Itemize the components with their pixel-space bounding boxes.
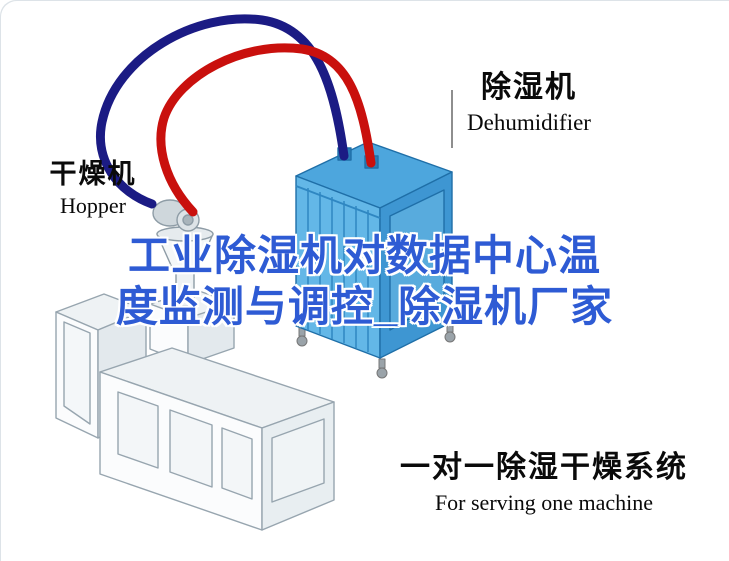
front-louvers [307,188,369,352]
hopper-label-cn: 干燥机 [49,159,137,189]
front-top-trim [295,185,381,219]
hopper-label: 干燥机 Hopper [28,158,158,219]
dehumidifier-label-en: Dehumidifier [467,110,591,135]
dehumidifier-label: 除湿机 Dehumidifier [444,70,614,137]
side-door-panel [389,189,445,331]
system-caption-cn: 一对一除湿干燥系统 [400,451,688,484]
machine-panel-2 [169,409,213,488]
system-caption: 一对一除湿干燥系统 For serving one machine [392,450,696,516]
pipe-red [156,43,376,217]
hopper-label-en: Hopper [60,193,126,218]
caster-wheels [296,322,456,379]
feed-throat-side [187,302,235,365]
caster-stem-front [378,358,386,369]
watermark-title: 工业除湿机对数据中心温 度监测与调控_除湿机厂家 [0,230,729,332]
watermark-line-2: 度监测与调控_除湿机厂家 [115,283,614,331]
caster-wheel-front [376,367,388,379]
pipe-navy [96,14,349,209]
watermark-line-1: 工业除湿机对数据中心温 [127,232,601,279]
dehumidifier-label-cn: 除湿机 [481,71,577,104]
machine-panel-1 [117,391,159,469]
machine-panel-3 [221,427,253,500]
dehumidifier-unit [295,141,456,379]
extruder-machine [55,289,335,531]
door-handle [434,238,439,250]
system-caption-en: For serving one machine [434,490,654,515]
machine-main-body [99,347,335,531]
caster-wheel-right [444,331,456,343]
caster-wheel-left [296,335,308,347]
cabinet-door-panel [63,321,91,425]
machine-end-panel [271,418,325,503]
blower-inlet [182,214,194,226]
hopper-assembly [152,199,214,307]
